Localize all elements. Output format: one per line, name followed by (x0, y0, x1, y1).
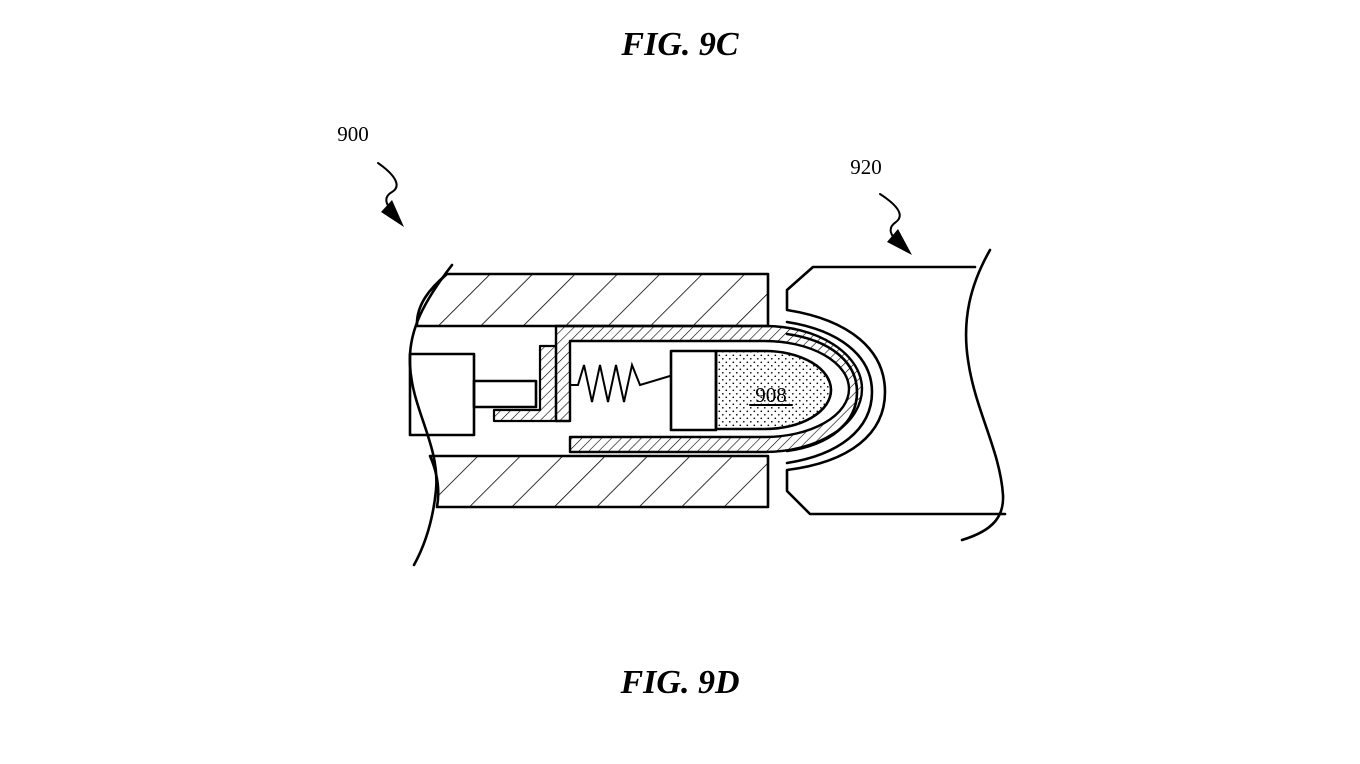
receptacle (785, 248, 1007, 542)
spring (569, 361, 671, 403)
leader-920: 920 (850, 155, 912, 255)
label-900: 900 (337, 122, 369, 146)
upper-housing-wall (415, 272, 770, 328)
lower-housing-wall (428, 454, 770, 509)
label-908: 908 (755, 383, 787, 407)
arrowhead-900 (381, 200, 404, 227)
receptacle-outline (785, 265, 1007, 516)
conductive-nib (714, 349, 833, 431)
inner-block (408, 352, 476, 437)
receptacle-inner-arc (785, 332, 859, 453)
sleeve-lower-arm (492, 344, 558, 423)
plunger-block (669, 349, 718, 432)
tip-sleeve (554, 324, 864, 454)
figure-caption-bottom: FIG. 9D (620, 664, 740, 701)
arrowhead-920 (887, 229, 912, 255)
receptacle-outer-arc (785, 320, 874, 465)
leader-900: 900 (337, 122, 404, 227)
right-break-line (960, 248, 1005, 542)
label-920: 920 (850, 155, 882, 179)
inner-shaft (472, 379, 538, 409)
stylus-body: 908 (408, 263, 864, 567)
figure-caption-top: FIG. 9C (621, 26, 739, 63)
